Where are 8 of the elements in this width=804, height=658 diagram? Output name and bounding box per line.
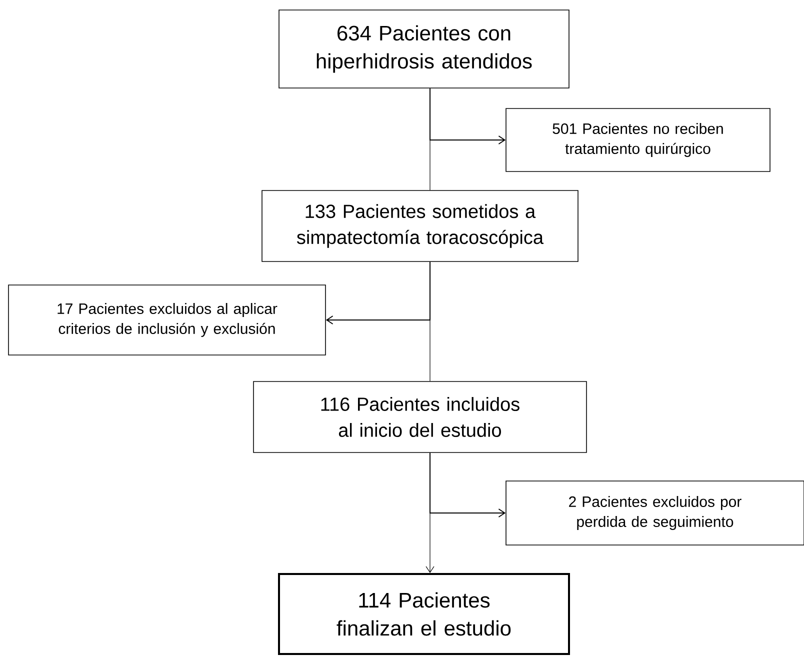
process-box: 133 Pacientes sometidos a simpatectomía toracoscópica	[262, 190, 578, 262]
arrow	[426, 452, 434, 573]
process-box: 501 Pacientes no reciben tratamiento quirúrgico	[506, 108, 770, 172]
process-box: 634 Pacientes con hiperhidrosis atendidos	[278, 10, 570, 88]
process-box: 116 Pacientes incluidos al inicio del estudio	[253, 381, 587, 453]
process-box: 114 Pacientes finalizan el estudio	[278, 573, 570, 655]
process-box: 17 Pacientes excluidos al aplicar criterios de inclusión y exclusión	[8, 284, 326, 356]
process-box: 2 Pacientes excluidos por perdida de seguimiento	[506, 480, 804, 546]
